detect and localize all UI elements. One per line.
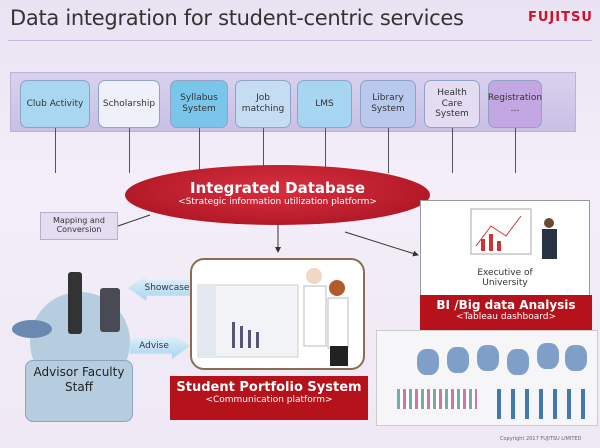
connector-line (324, 128, 326, 173)
system-box: Club Activity (20, 80, 90, 128)
bi-subtitle: <Tableau dashboard> (455, 312, 557, 322)
system-box: Health Care System (424, 80, 480, 128)
advisor-faculty-staff-box: Advisor Faculty Staff (25, 360, 133, 422)
portfolio-subtitle: <Communication platform> (205, 395, 333, 405)
connector-line (263, 128, 264, 173)
connector-line (199, 128, 200, 173)
copyright-footer: Copyright 2017 FUJITSU LIMITED (500, 436, 582, 442)
mapping-conversion-box: Mapping and Conversion (40, 212, 118, 240)
executive-label: Executive of University (477, 268, 533, 288)
system-box: Library System (360, 80, 416, 128)
integrated-database: Integrated Database <Strategic informati… (125, 165, 430, 225)
showcase-label: Showcase (144, 283, 190, 293)
bi-analysis-box: BI /Big data Analysis <Tableau dashboard… (420, 295, 592, 335)
standing-person-icon (68, 272, 82, 334)
connector-line (515, 128, 516, 173)
system-box: Registration … (488, 80, 542, 128)
system-box: LMS (297, 80, 352, 128)
bi-title: BI /Big data Analysis (436, 298, 576, 312)
system-box: Scholarship (98, 80, 160, 128)
portfolio-panel (190, 258, 365, 370)
database-subtitle: <Strategic information utilization platf… (178, 197, 377, 207)
tableau-dashboard-illustration (376, 330, 598, 426)
system-box: Syllabus System (170, 80, 228, 128)
divider (8, 40, 592, 41)
connector-line (452, 128, 453, 173)
portfolio-screenshot-illustration (197, 268, 349, 366)
fujitsu-logo: FUJITSU (528, 10, 593, 25)
connector-line (129, 128, 130, 173)
connector-line (388, 128, 389, 173)
system-box: Job matching (235, 80, 291, 128)
student-portfolio-box: Student Portfolio System <Communication … (170, 376, 368, 420)
slide-title: Data integration for student-centric ser… (10, 6, 464, 30)
portfolio-title: Student Portfolio System (176, 380, 362, 395)
database-title: Integrated Database (190, 179, 365, 197)
presenter-chart-icon (470, 208, 557, 259)
advise-label: Advise (139, 341, 169, 351)
seated-person-icon (100, 288, 120, 332)
laptop-person-icon (12, 320, 52, 338)
connector-line (55, 128, 56, 173)
